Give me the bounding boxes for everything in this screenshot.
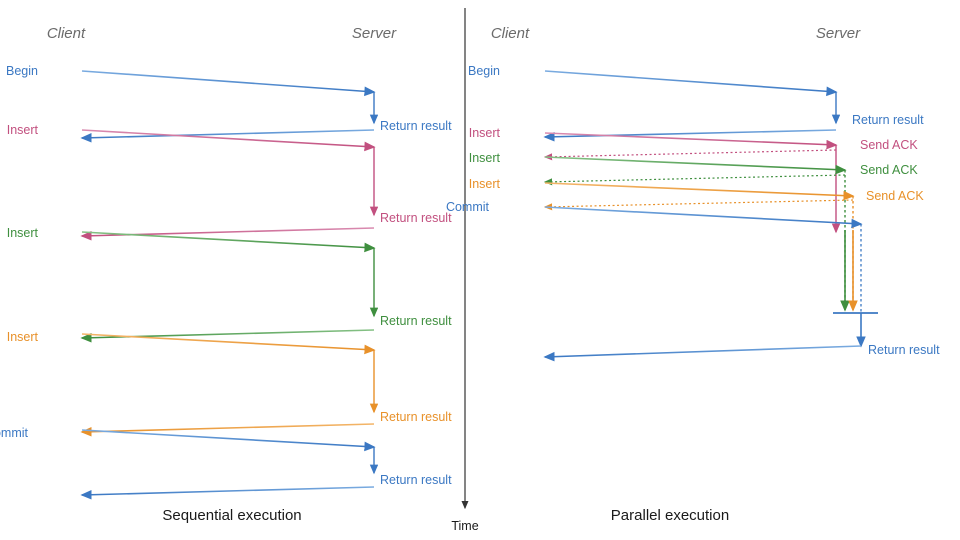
server-message-label-0: Return result (380, 119, 452, 133)
server-message-label-3: Return result (380, 410, 452, 424)
server-message-label-p2-4: Return result (868, 343, 940, 357)
reply-arrow-insert-3 (80, 423, 375, 437)
lane-header-client: Client (47, 25, 86, 42)
request-arrow-insert-1 (81, 129, 376, 152)
request-arrow-insert-3 (81, 333, 376, 355)
client-message-label-p2-0: Begin (468, 64, 500, 78)
ack-arrow-insert-2 (543, 174, 846, 186)
client-message-label-p2-4: Commit (446, 200, 490, 214)
time-axis-label: Time (451, 519, 478, 533)
server-message-label-4: Return result (380, 473, 452, 487)
lane-header-server: Server (352, 25, 397, 42)
message-lines-layer (80, 8, 878, 510)
server-message-label-p2-0: Return result (852, 113, 924, 127)
server-message-label-p2-1: Send ACK (860, 138, 918, 152)
client-message-label-4: Commit (0, 426, 29, 440)
reply-arrow-commit (80, 486, 375, 500)
request-arrow-insert-2 (81, 231, 376, 253)
request-arrow-begin (81, 70, 376, 97)
server-message-label-1: Return result (380, 211, 452, 225)
lane-header-client-2: Client (491, 25, 530, 42)
reply-arrow-begin (543, 129, 837, 142)
ack-arrow-insert-3 (543, 199, 854, 211)
server-message-label-2: Return result (380, 314, 452, 328)
client-message-label-p2-1: Insert (469, 126, 501, 140)
client-message-label-0: Begin (6, 64, 38, 78)
client-message-label-1: Insert (7, 123, 39, 137)
client-message-label-p2-3: Insert (469, 177, 501, 191)
lane-header-server-2: Server (816, 25, 861, 42)
client-message-label-3: Insert (7, 330, 39, 344)
request-arrow-begin (544, 70, 838, 97)
server-message-label-p2-3: Send ACK (866, 189, 924, 203)
client-message-label-p2-2: Insert (469, 151, 501, 165)
request-arrow-insert-3 (544, 182, 855, 201)
panel-caption-parallel: Parallel execution (611, 507, 729, 524)
request-arrow-commit (544, 206, 863, 229)
client-message-label-2: Insert (7, 226, 39, 240)
request-arrow-insert-1 (544, 132, 838, 150)
request-arrow-insert-2 (544, 156, 847, 175)
reply-arrow-commit (543, 345, 862, 362)
labels-layer: ClientServerBeginInsertInsertInsertCommi… (0, 25, 940, 533)
ack-arrow-insert-1 (543, 149, 837, 161)
reply-arrow-begin (80, 129, 375, 143)
server-message-label-p2-2: Send ACK (860, 163, 918, 177)
panel-caption-sequential: Sequential execution (162, 507, 301, 524)
request-arrow-commit (81, 429, 376, 452)
